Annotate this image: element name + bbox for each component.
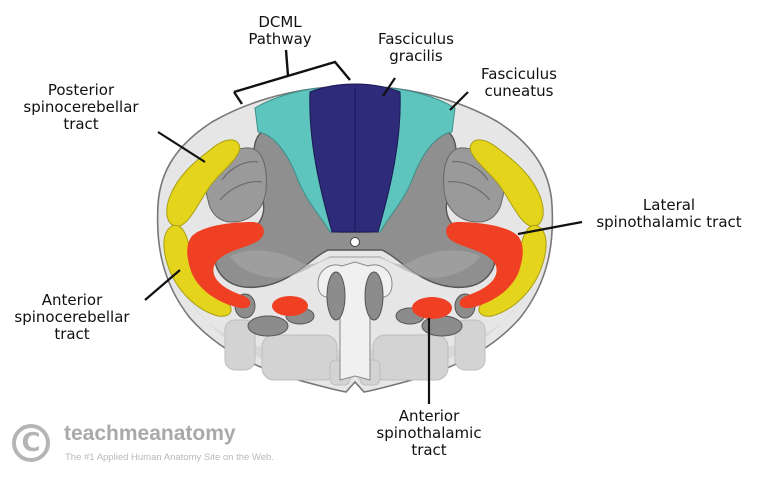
central-canal (350, 237, 360, 247)
label-psct-line3: tract (63, 115, 99, 133)
dcml-bracket (233, 60, 351, 105)
dcml-stem (284, 49, 290, 77)
label-psct-line1: Posterior (47, 81, 115, 99)
label-cuneatus-line2: cuneatus (484, 82, 554, 100)
label-asct-line2: spinocerebellar (14, 308, 130, 326)
label-dcml-line1: DCML (258, 13, 302, 31)
label-pointers (144, 77, 583, 404)
pointer-post-spinocerebellar (157, 131, 206, 163)
watermark-tagline: The #1 Applied Human Anatomy Site on the… (65, 452, 274, 463)
label-asct-line1: Anterior (41, 291, 103, 309)
posterior-spinocerebellar-tract-left[interactable] (166, 139, 241, 227)
label-gracilis-line2: gracilis (389, 47, 443, 65)
label-cuneatus-line1: Fasciculus (481, 65, 557, 83)
watermark: C teachmeanatomy The #1 Applied Human An… (12, 422, 312, 468)
label-dcml-pathway: DCML Pathway (240, 14, 320, 48)
watermark-site-name[interactable]: teachmeanatomy (64, 422, 236, 445)
pointer-gracilis (382, 77, 396, 97)
label-dcml-line2: Pathway (248, 30, 312, 48)
label-lateral-spinothalamic: Lateral spinothalamic tract (583, 197, 755, 231)
label-gracilis-line1: Fasciculus (378, 30, 454, 48)
label-posterior-spinocerebellar: Posterior spinocerebellar tract (10, 82, 152, 133)
label-lst-line1: Lateral (642, 196, 696, 214)
anterior-tract-ovals (234, 271, 476, 337)
anterior-horns (230, 250, 480, 278)
label-ast-line2: spinothalamic (376, 424, 482, 442)
anterior-spinothalamic-tract-right[interactable] (412, 297, 452, 319)
lateral-spinothalamic-tract-left[interactable] (187, 222, 264, 309)
label-psct-line2: spinocerebellar (23, 98, 139, 116)
label-fasciculus-gracilis: Fasciculus gracilis (356, 31, 476, 65)
pointer-cuneatus (449, 91, 469, 111)
lateral-spinothalamic-tract-right[interactable] (446, 222, 523, 309)
pointer-ant-spinocerebellar (144, 269, 181, 301)
label-anterior-spinocerebellar: Anterior spinocerebellar tract (0, 292, 144, 343)
label-lst-line2: spinothalamic tract (596, 213, 742, 231)
label-fasciculus-cuneatus: Fasciculus cuneatus (459, 66, 579, 100)
copyright-logo-icon: C (12, 424, 50, 462)
posterior-spinocerebellar-tract-right[interactable] (469, 139, 544, 227)
label-ast-line3: tract (411, 441, 447, 459)
label-ast-line1: Anterior (398, 407, 460, 425)
anterior-spinothalamic-tract-left[interactable] (272, 296, 308, 316)
label-anterior-spinothalamic: Anterior spinothalamic tract (366, 408, 492, 459)
label-asct-line3: tract (54, 325, 90, 343)
pointer-lat-spinothalamic (517, 220, 583, 236)
